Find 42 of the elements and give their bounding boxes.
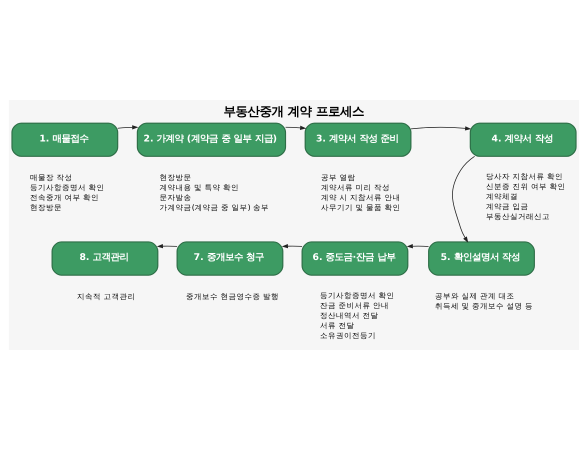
node-label: 가계약금(계약금 중 일부) 송부 (160, 202, 270, 212)
node-label: 계약금 입금 (486, 202, 529, 211)
node-box: 2. 가계약 (계약금 중 일부 지급) (136, 122, 286, 156)
arrow (156, 244, 178, 248)
node-label: 전속중개 여부 확인 (30, 192, 100, 202)
node-box: 4. 계약서 작성 (470, 122, 577, 156)
node-label: 등기사항증명서 확인 (30, 182, 105, 192)
node-label: 지속적 고객관리 (77, 292, 136, 301)
node-label: 등기사항증명서 확인 (320, 290, 395, 300)
node-label: 당사자 지참서류 확인 (486, 172, 564, 181)
node-box: 8. 고객관리 (52, 240, 158, 276)
node-label: 부동산실거래신고 (486, 212, 550, 221)
node-label: 매물장 작성 (30, 172, 73, 182)
node-label: 문자발송 (160, 192, 192, 202)
node-label: 정산내역서 전달 (320, 310, 379, 320)
node-box: 3. 계약서 작성 준비 (304, 122, 412, 156)
arrow (117, 124, 138, 130)
node-label: 잔금 준비서류 안내 (320, 300, 390, 310)
node-label: 계약내용 및 특약 확인 (160, 182, 240, 192)
node-label: 공부 열람 (321, 172, 356, 182)
arrow (452, 155, 475, 242)
node-label: 계약체결 (486, 192, 518, 201)
node-box: 7. 중개보수 청구 (176, 240, 284, 276)
node-label: 취득세 및 중개보수 설명 등 (435, 301, 533, 310)
node-label: 중개보수 현금영수증 발행 (186, 292, 279, 301)
node-label: 서류 전달 (320, 320, 355, 330)
arrow (285, 125, 306, 130)
node-label: 현장방문 (30, 202, 62, 212)
node-label: 소유권이전등기 (320, 330, 376, 340)
node-box: 1. 매물접수 (11, 122, 118, 156)
arrow (406, 244, 429, 248)
arrow (410, 126, 472, 130)
arrow (282, 244, 302, 248)
node-box: 6. 중도금·잔금 납부 (302, 240, 408, 276)
node-label: 신분증 진위 여부 확인 (486, 182, 566, 191)
node-box: 5. 확인설명서 작성 (428, 240, 535, 276)
node-label: 계약 시 지참서류 안내 (321, 192, 400, 202)
diagram-title: 부동산중개 계약 프로세스 (223, 104, 364, 118)
node-label: 공부와 실제 관계 대조 (435, 291, 515, 300)
node-label: 사무기기 및 물품 확인 (321, 202, 400, 212)
node-label: 현장방문 (160, 172, 192, 182)
node-label: 계약서류 미리 작성 (321, 182, 390, 192)
